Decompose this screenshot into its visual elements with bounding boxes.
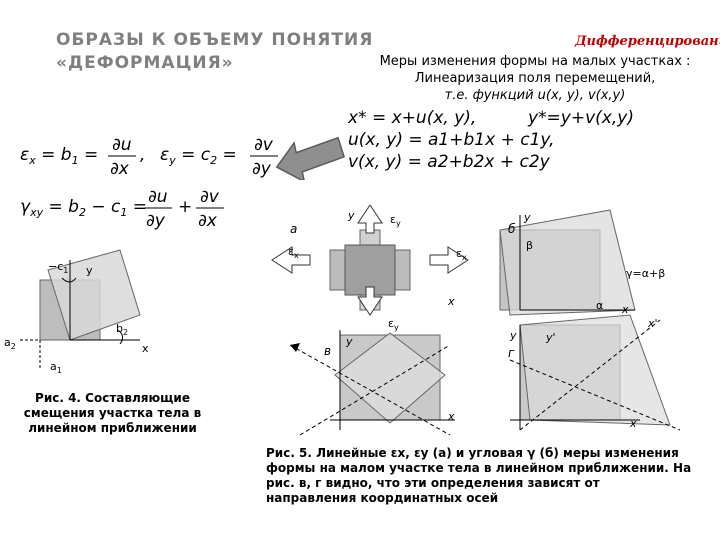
fig4-caption-line: Рис. 4. Составляющие <box>35 391 190 405</box>
shear-num2: ∂v <box>200 187 220 207</box>
topic-label: Дифференцирование <box>575 34 720 49</box>
fig5-caption-line: направления координатных осей <box>266 491 499 505</box>
fig4-label-x: x <box>142 342 149 355</box>
fig5-d-y: y <box>509 329 517 342</box>
fig5-a-eps-y: εy <box>390 213 401 228</box>
fig5-c-y: y <box>345 335 353 348</box>
equation-y-star: y*=y+v(x,y) <box>528 108 634 128</box>
strain-x-den: ∂x <box>110 159 130 179</box>
shear-den2: ∂x <box>198 211 218 230</box>
subtitle-line2: Линеаризация поля перемещений, <box>414 71 656 86</box>
equation-u: u(x, y) = a1+b1x + c1y, <box>348 130 555 150</box>
figure-5-diagram: а y εy εx б y β γ=α+β α εx x εy в y x <box>271 205 681 436</box>
equation-v-text: v(x, y) = a2+b2x + c2y <box>348 152 550 172</box>
strain-y-num: ∂v <box>254 135 274 155</box>
fig5-panel-a: а y εy εx <box>271 205 469 316</box>
fig5-c-x: x <box>447 410 455 423</box>
shear-num1: ∂u <box>148 187 168 207</box>
fig5-d-x-prime: x' <box>647 317 658 330</box>
pointer-arrow-icon <box>275 136 346 180</box>
fig4-caption-line: смещения участка тела в <box>23 406 202 420</box>
equation-x-star: x* = x+u(x, y), <box>348 108 476 128</box>
fig5-d-y-prime: y' <box>545 331 556 344</box>
fig5-caption-line: формы на малом участке тела в линейном п… <box>266 461 692 475</box>
fig5-label-b: б <box>508 222 516 236</box>
plus: + <box>178 197 192 217</box>
figure-4-caption: Рис. 4. Составляющие смещения участка те… <box>20 391 205 436</box>
figure-4-diagram: −c1 y b2 x a2 a1 <box>4 249 149 375</box>
shear-formula: γxy = b2 − c1 = <box>20 197 147 219</box>
strain-x-formula: εx = b1 = <box>20 145 98 167</box>
fig5-a-y: y <box>347 209 355 222</box>
equation-x-star-text: x* = x+u(x, y), <box>348 108 477 128</box>
fig4-label-c1: −c1 <box>48 260 68 275</box>
fig5-d-x: x <box>621 303 629 316</box>
fig4-label-a1: a1 <box>50 360 62 375</box>
equation-u-text: u(x, y) = a1+b1x + c1y, <box>348 130 555 150</box>
fig5-b-eps-x: εx <box>456 247 467 262</box>
fig5-b-alpha: α <box>596 299 603 312</box>
fig4-label-y: y <box>86 264 93 277</box>
fig5-label-v: в <box>324 344 331 358</box>
fig5-b-beta: β <box>526 239 533 252</box>
fig5-label-g: г <box>508 346 515 360</box>
equation-v: v(x, y) = a2+b2x + c2y <box>348 152 550 172</box>
fig5-b-y: y <box>523 211 531 224</box>
fig4-label-a2: a2 <box>4 336 16 351</box>
fig5-b-eps-y: εy <box>388 317 399 332</box>
fig5-panel-b: б y β γ=α+β α εx x εy <box>388 209 665 332</box>
subtitle-line1: Меры изменения формы на малых участках : <box>379 54 691 69</box>
fig5-label-a: а <box>290 222 297 236</box>
figure-5-caption: Рис. 5. Линейные εx, εy (а) и угловая γ … <box>266 446 716 506</box>
shear-den1: ∂y <box>146 211 166 230</box>
fig4-label-b2: b2 <box>116 322 128 337</box>
fig5-d-x2: x <box>629 417 637 430</box>
page-title-line2: «ДЕФОРМАЦИЯ» <box>56 53 234 73</box>
strain-x-num: ∂u <box>112 135 132 155</box>
fig5-b-x: x <box>447 295 455 308</box>
strain-y-formula: εy = c2 = <box>160 145 237 167</box>
strain-formulas: εx = b1 = ∂u ∂x , εy = c2 = ∂v ∂y , γxy … <box>20 135 287 230</box>
fig5-panel-d: г y y' x x' x <box>508 303 681 431</box>
fig5-caption-line: рис. в, г видно, что эти определения зав… <box>266 476 600 490</box>
fig5-a-eps-x: εx <box>288 245 299 260</box>
fig5-panel-c: в y x <box>289 330 455 436</box>
fig4-caption-line: линейном приближении <box>28 421 197 435</box>
comma: , <box>140 145 145 165</box>
equation-y-star-text: y*=y+v(x,y) <box>528 108 634 128</box>
fig5-b-gamma: γ=α+β <box>626 267 665 280</box>
fig4-deformed-square <box>47 249 141 341</box>
subtitle-line3: т.е. функций u(x, y), v(x,y) <box>444 88 626 103</box>
fig5-caption-line: Рис. 5. Линейные εx, εy (а) и угловая γ … <box>266 446 679 460</box>
page-title-line1: ОБРАЗЫ К ОБЪЕМУ ПОНЯТИЯ <box>56 30 374 50</box>
strain-y-den: ∂y <box>252 159 272 179</box>
